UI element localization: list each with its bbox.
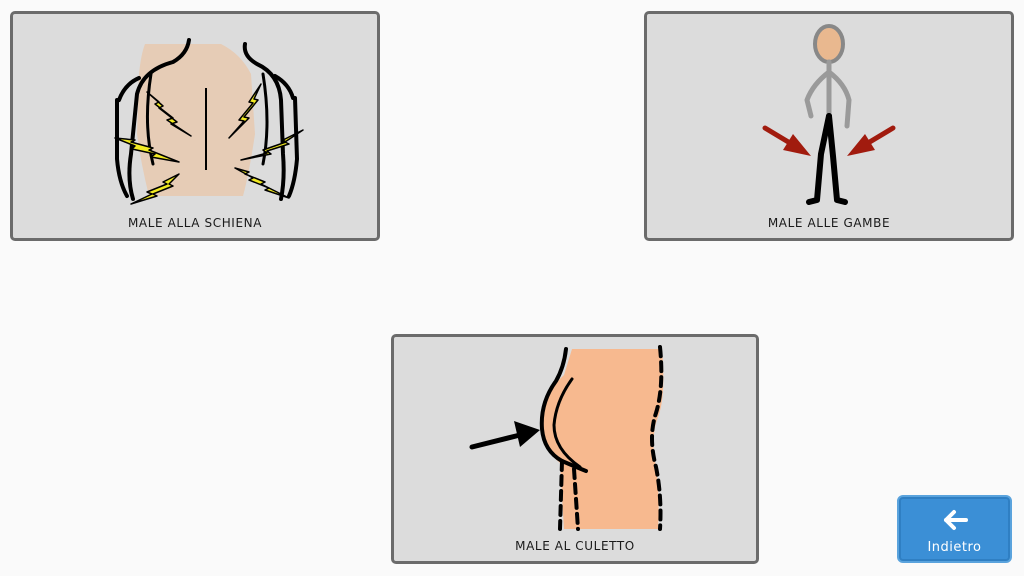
card-leg-pain[interactable]: MALE ALLE GAMBE: [644, 11, 1014, 241]
card-label: MALE AL CULETTO: [515, 539, 635, 553]
back-button[interactable]: Indietro: [897, 495, 1012, 563]
card-label: MALE ALLA SCHIENA: [127, 216, 263, 230]
card-bottom-pain[interactable]: MALE AL CULETTO: [391, 334, 759, 564]
leg-pain-pictogram: [762, 24, 896, 205]
card-back-pain[interactable]: MALE ALLA SCHIENA: [10, 11, 380, 241]
card-label: MALE ALLE GAMBE: [767, 216, 891, 230]
arrow-left-icon: [944, 510, 968, 530]
back-pain-pictogram: [114, 38, 304, 205]
back-button-label: Indietro: [927, 540, 982, 555]
bottom-pain-pictogram: [469, 345, 664, 531]
